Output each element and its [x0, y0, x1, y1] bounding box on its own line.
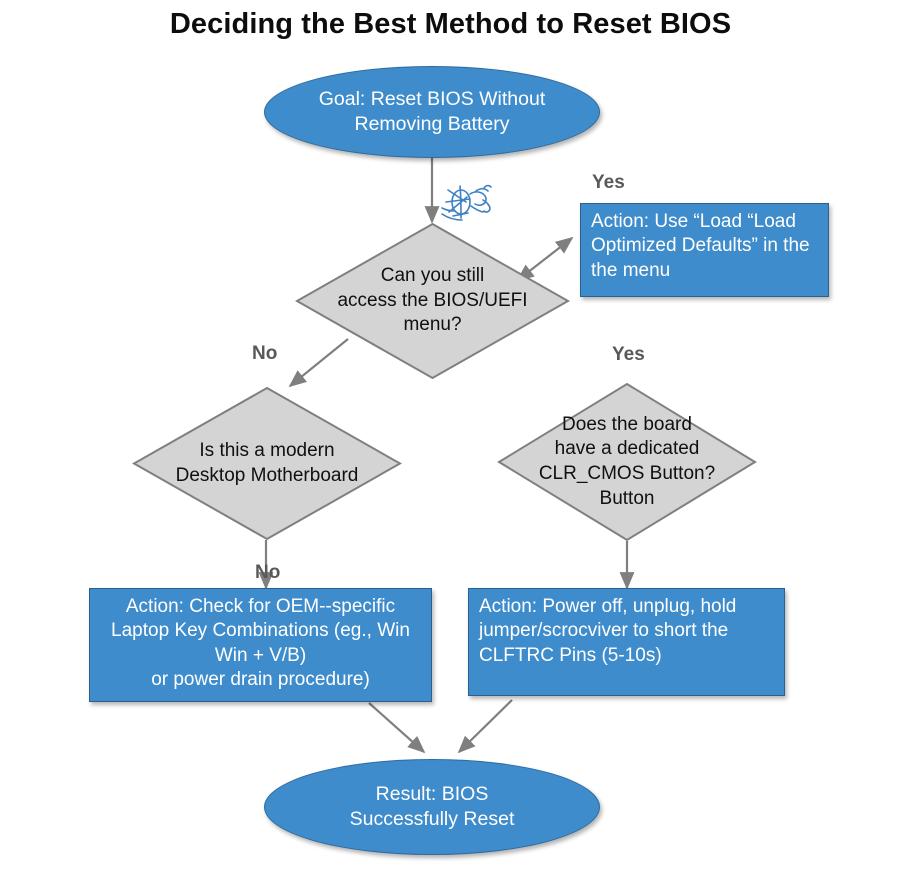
edge-label-yes-bios-menu: Yes — [592, 172, 625, 193]
diamond-label-wrap-bios-menu: Can you still access the BIOS/UEFI menu? — [295, 222, 570, 380]
node-oem-keys-label: Action: Check for OEM--specific Laptop K… — [111, 596, 410, 690]
node-clr-cmos-label: Does the board have a dedicated CLR_CMOS… — [538, 413, 716, 509]
node-jumper-action[interactable]: Action: Power off, unplug, hold jumper/s… — [468, 588, 785, 696]
node-goal-ellipse[interactable]: Goal: Reset BIOS Without Removing Batter… — [264, 66, 600, 158]
diamond-label-wrap-modern-desktop: Is this a modern Desktop Motherboard — [132, 386, 402, 541]
page-title: Deciding the Best Method to Reset BIOS — [169, 8, 732, 40]
edge-jumper-action-to-result — [457, 699, 513, 754]
edge-oem-action-to-result — [368, 702, 426, 754]
node-modern-desktop-decision[interactable]: Is this a modern Desktop Motherboard — [132, 386, 402, 541]
diamond-shape-modern-desktop — [132, 386, 402, 541]
edge-label-no-bios-menu: No — [252, 343, 278, 364]
node-result-label: Result: BIOS Successfully Reset — [349, 783, 515, 830]
edge-bios-decision-to-load-defaults — [516, 236, 574, 282]
node-goal-label: Goal: Reset BIOS Without Removing Batter… — [318, 88, 546, 135]
node-bios-menu-label: Can you still access the BIOS/UEFI menu? — [337, 264, 528, 336]
node-clr-cmos-decision[interactable]: Does the board have a dedicated CLR_CMOS… — [497, 382, 757, 542]
node-result-ellipse[interactable]: Result: BIOS Successfully Reset — [264, 759, 600, 855]
diamond-shape-clr-cmos — [497, 382, 757, 542]
diamond-shape-bios-menu — [295, 222, 570, 380]
node-load-defaults-action[interactable]: Action: Use “Load “Load Optimized Defaul… — [580, 203, 829, 297]
node-load-defaults-label: Action: Use “Load “Load Optimized Defaul… — [591, 211, 810, 281]
node-modern-desktop-label: Is this a modern Desktop Motherboard — [175, 439, 359, 486]
edge-label-yes-clr-cmos: Yes — [612, 344, 645, 365]
edge-label-no-modern-desktop: No — [255, 562, 281, 583]
diamond-label-wrap-clr-cmos: Does the board have a dedicated CLR_CMOS… — [497, 382, 757, 542]
node-jumper-label: Action: Power off, unplug, hold jumper/s… — [479, 596, 737, 666]
edge-bios-decision-to-modern-desktop — [288, 338, 349, 388]
node-bios-menu-decision[interactable]: Can you still access the BIOS/UEFI menu? — [295, 222, 570, 380]
node-oem-keys-action[interactable]: Action: Check for OEM--specific Laptop K… — [89, 588, 432, 702]
